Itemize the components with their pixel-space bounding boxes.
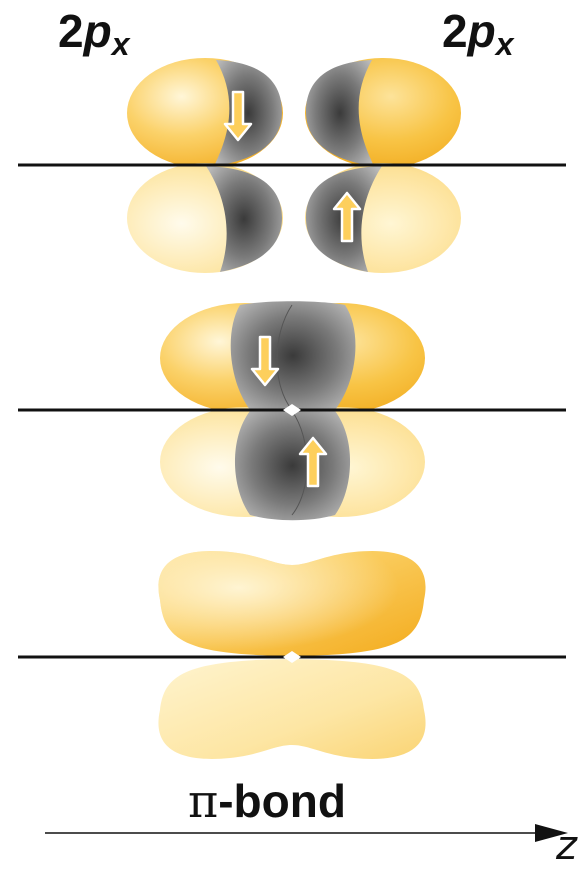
overlap-bottom-region [234, 411, 351, 521]
overlap-spin-up-arrow [298, 436, 328, 488]
left-2px-orbital [127, 58, 283, 273]
stage-overlapping-orbitals [18, 301, 566, 521]
z-axis-label-text: z [556, 823, 577, 869]
pi-bond-label: π-bond [188, 778, 346, 824]
z-axis-label: z [556, 826, 577, 866]
right-top-lobe-shadow [306, 60, 374, 166]
spin-up-arrow [332, 191, 362, 243]
bond-text: -bond [218, 775, 346, 827]
stage-pi-bond [18, 551, 566, 759]
left-orbital-label-subscript: x [111, 26, 130, 62]
left-bottom-lobe-shadow [206, 166, 282, 272]
left-orbital-label: 2px [58, 5, 130, 60]
overlap-top-seam [276, 304, 293, 411]
stage-separate-orbitals [18, 58, 566, 273]
right-orbital-label-p: p [467, 5, 496, 57]
z-axis-arrowhead [535, 824, 568, 842]
left-top-lobe-shadow [214, 60, 282, 166]
z-axis [45, 824, 568, 842]
pi-symbol: π [188, 774, 219, 828]
pi-bond-center-notch [283, 651, 301, 663]
overlap-spin-down-arrow [250, 335, 280, 387]
right-orbital-label-number: 2 [442, 5, 468, 57]
pi-bond-top-highlight [158, 551, 426, 656]
right-2px-orbital [305, 58, 461, 273]
right-orbital-label: 2px [442, 5, 514, 60]
left-orbital-label-p: p [83, 5, 112, 57]
spin-down-arrow [223, 90, 253, 142]
left-orbital-label-number: 2 [58, 5, 84, 57]
pi-bond-bottom-lobe [158, 659, 426, 759]
right-orbital-label-subscript: x [495, 26, 514, 62]
overlap-top-region [230, 301, 356, 410]
overlap-center-notch [283, 404, 301, 416]
